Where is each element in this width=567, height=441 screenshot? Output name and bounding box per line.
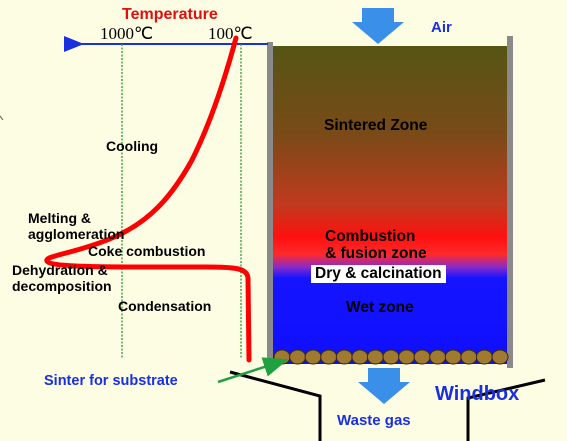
sinter-bed	[272, 46, 508, 364]
left-wall	[267, 42, 273, 368]
temperature-curve	[44, 35, 252, 363]
melting-label-1: Melting &	[28, 210, 91, 226]
air-arrow	[352, 8, 404, 44]
temperature-title: Temperature	[122, 6, 218, 23]
dehydration-label-1: Dehydration &	[12, 262, 108, 278]
pellet	[444, 349, 462, 365]
pellet	[475, 349, 493, 365]
right-wall	[507, 36, 513, 368]
dehydration-label-2: decomposition	[12, 278, 112, 294]
melting-label-2: agglomeration	[28, 226, 125, 242]
pellet	[351, 349, 369, 365]
wet-zone-label: Wet zone	[346, 299, 414, 316]
pellet	[382, 349, 400, 365]
waste-gas-label: Waste gas	[337, 412, 411, 429]
coke-combustion-label: Coke combustion	[88, 243, 206, 259]
tick-label-1000: 1000℃	[100, 24, 154, 43]
pellet	[413, 349, 431, 365]
pellet	[320, 349, 338, 365]
condensation-label: Condensation	[118, 298, 212, 314]
air-label: Air	[431, 19, 452, 36]
combustion-zone-label-2: & fusion zone	[325, 245, 427, 262]
sintered-zone-label: Sintered Zone	[324, 117, 428, 134]
waste-gas-arrow	[358, 368, 410, 404]
substrate-pointer-arrow	[217, 357, 289, 384]
dry-zone-label: Dry & calcination	[311, 265, 446, 283]
pellet	[304, 349, 322, 365]
windbox-outline-left	[229, 370, 322, 441]
pellet	[491, 349, 509, 365]
pellet	[429, 349, 447, 365]
pellet	[289, 349, 307, 365]
windbox-label: Windbox	[435, 383, 520, 405]
substrate-label: Sinter for substrate	[44, 373, 178, 389]
left-tick-mark	[0, 115, 4, 121]
pellet	[335, 349, 353, 365]
pellet	[398, 349, 416, 365]
pellet	[366, 349, 384, 365]
pellet	[460, 349, 478, 365]
combustion-zone-label-1: Combustion	[325, 228, 416, 245]
tick-label-100: 100℃	[208, 24, 253, 43]
cooling-label: Cooling	[106, 138, 159, 154]
windbox-outline-right	[466, 378, 546, 441]
pellet-row	[273, 349, 509, 365]
